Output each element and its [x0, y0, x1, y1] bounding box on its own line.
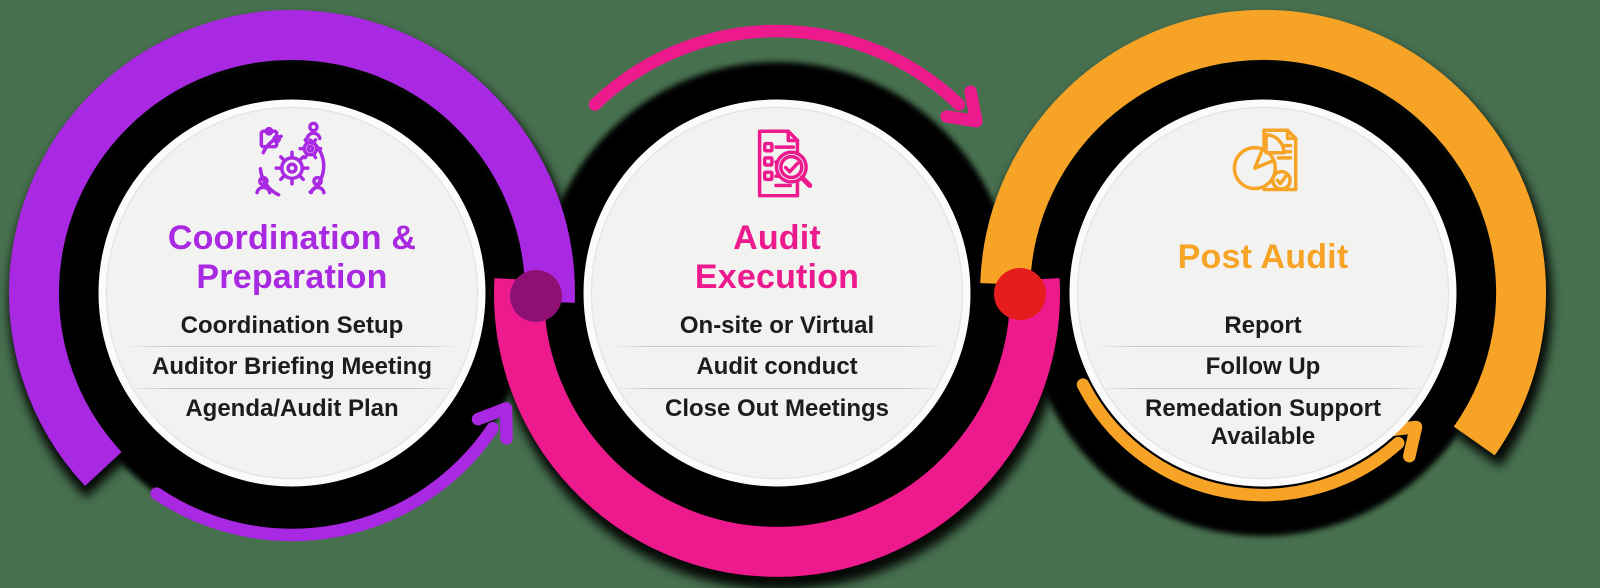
item-divider — [611, 387, 943, 389]
stage-2-arrow — [588, 24, 983, 128]
stage-2-title-line-1: Audit — [733, 218, 821, 257]
stage-item: Audit conduct — [696, 353, 858, 381]
stage-2-items: On-site or Virtual Audit conduct Close O… — [611, 306, 943, 429]
stage-item: Coordination Setup — [180, 312, 404, 339]
stage-1-ring-arc — [9, 10, 575, 487]
item-divider — [126, 387, 458, 389]
stage-3-title-line-1: Post Audit — [1177, 238, 1349, 277]
stage-3-ring-arc — [980, 9, 1547, 456]
audit-checklist-magnifier-icon — [757, 129, 813, 198]
stage-1-arrowhead-icon — [471, 402, 513, 445]
stage-2-title: Audit Execution — [597, 214, 957, 302]
stage-1-title: Coordination & Preparation — [112, 214, 472, 302]
stage-1-items: Coordination Setup Auditor Briefing Meet… — [126, 306, 458, 429]
stage-2-title-line-2: Execution — [694, 258, 860, 296]
stage-card-audit-execution: Audit Execution On-site or Virtual Audit… — [597, 116, 957, 429]
stage-1-arrow-arc — [150, 422, 499, 542]
stage-card-post-audit: Post Audit Report Follow Up Remedation S… — [1083, 116, 1443, 457]
stage-2-ring-arc — [494, 278, 1060, 577]
stage-3-arrow-arc — [1076, 378, 1405, 502]
stage-item: Close Out Meetings — [664, 394, 890, 422]
item-divider — [1097, 387, 1429, 389]
connector-dot-2 — [994, 268, 1046, 320]
stage-item: On-site or Virtual — [679, 312, 875, 339]
stage-1-title-line-1: Coordination & — [167, 218, 417, 257]
stage-item: Report — [1224, 312, 1302, 339]
stage-2-icon-wrap — [597, 116, 957, 212]
stage-3-title: Post Audit — [1083, 214, 1443, 302]
stage-2-arrowhead-icon — [940, 85, 983, 128]
stage-2-arrow-arc — [588, 24, 966, 111]
item-divider — [611, 346, 943, 348]
item-divider — [126, 346, 458, 348]
stage-1-title-line-2: Preparation — [196, 258, 388, 296]
stage-3-icon-wrap — [1083, 116, 1443, 212]
stage-1-arrow — [150, 402, 513, 542]
stage-1-icon-wrap — [112, 116, 472, 212]
item-divider — [1097, 346, 1429, 348]
report-pie-chart-check-icon — [1232, 128, 1298, 192]
stage-3-items: Report Follow Up Remedation Support Avai… — [1097, 306, 1429, 457]
stage-item: Remedation Support Available — [1144, 394, 1381, 450]
connector-dot-1 — [510, 270, 562, 322]
stage-3-circle-rim — [1076, 106, 1450, 480]
team-gears-cycle-icon — [255, 121, 326, 197]
stage-item: Agenda/Audit Plan — [185, 394, 399, 422]
stage-card-coordination-preparation: Coordination & Preparation Coordination … — [112, 116, 472, 429]
stage-circle-rims — [105, 106, 1450, 480]
stage-2-circle-rim — [590, 106, 964, 480]
stage-item: Follow Up — [1205, 353, 1321, 381]
stage-item: Auditor Briefing Meeting — [152, 353, 432, 381]
stage-1-circle-rim — [105, 106, 479, 480]
